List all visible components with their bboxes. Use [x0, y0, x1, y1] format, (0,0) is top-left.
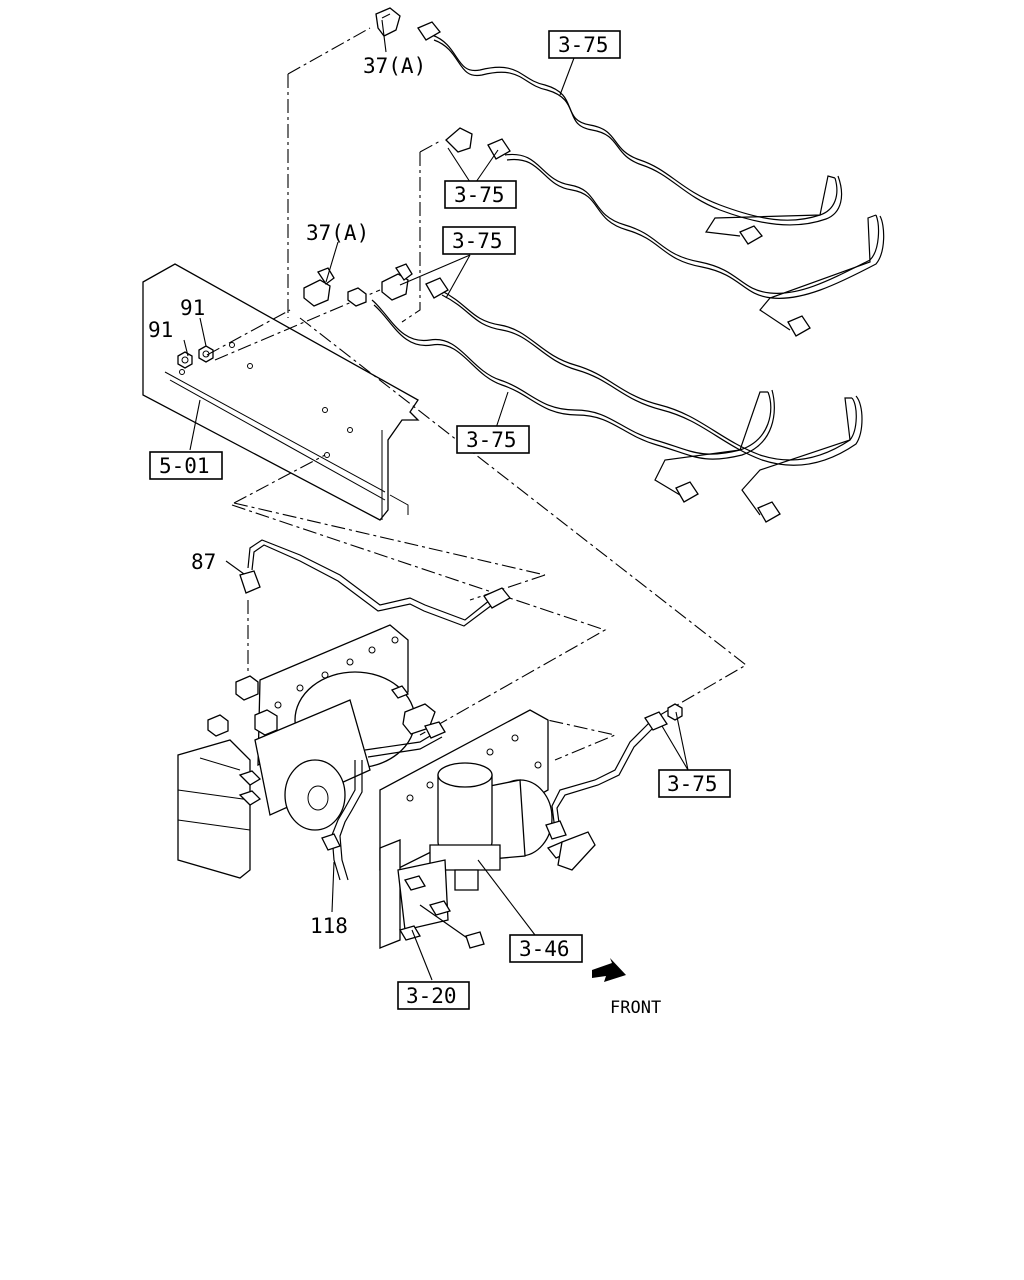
callout-37a-mid[interactable]: 37(A)	[306, 221, 369, 245]
callout-87[interactable]: 87	[191, 550, 216, 574]
svg-text:3-75: 3-75	[452, 229, 503, 253]
connector-mid[interactable]	[347, 287, 367, 307]
callout-5-01[interactable]: 5-01	[149, 451, 223, 480]
svg-text:3-75: 3-75	[667, 772, 718, 796]
svg-text:3-46: 3-46	[519, 937, 570, 961]
svg-text:FRONT: FRONT	[610, 998, 661, 1018]
svg-text:118: 118	[310, 914, 348, 938]
svg-text:87: 87	[191, 550, 216, 574]
callout-3-75-e[interactable]: 3-75	[658, 769, 731, 798]
brake-pipe-upper-1[interactable]	[417, 21, 843, 245]
brake-pipe-lower-2[interactable]	[425, 277, 863, 523]
nut-91-left[interactable]	[177, 351, 193, 369]
svg-text:3-75: 3-75	[454, 183, 505, 207]
callout-91-b[interactable]: 91	[180, 296, 205, 320]
elbow-fitting-mid-2[interactable]	[381, 263, 413, 301]
callout-3-75-c[interactable]: 3-75	[442, 226, 516, 255]
elbow-fitting-37a-top[interactable]	[375, 7, 401, 37]
callout-91-a[interactable]: 91	[148, 318, 173, 342]
air-dryer-assembly	[177, 624, 683, 949]
callout-118[interactable]: 118	[310, 914, 348, 938]
front-arrow-icon	[592, 958, 626, 982]
elbow-fitting-upper-2[interactable]	[445, 127, 473, 153]
assembly-centerlines	[206, 27, 747, 761]
svg-text:91: 91	[180, 296, 205, 320]
callout-3-20[interactable]: 3-20	[397, 981, 470, 1010]
pipe-87[interactable]	[239, 539, 511, 627]
svg-text:3-20: 3-20	[406, 984, 457, 1008]
callout-3-75-a[interactable]: 3-75	[548, 30, 621, 59]
svg-text:5-01: 5-01	[159, 454, 210, 478]
front-label: FRONT	[610, 998, 661, 1018]
svg-text:37(A): 37(A)	[363, 54, 426, 78]
svg-text:3-75: 3-75	[558, 33, 609, 57]
brake-pipe-lower-1[interactable]	[371, 299, 775, 503]
callout-3-75-d[interactable]: 3-75	[456, 425, 530, 454]
elbow-fitting-37a-mid[interactable]	[303, 267, 335, 307]
svg-text:91: 91	[148, 318, 173, 342]
nut-91-right[interactable]	[198, 345, 214, 363]
callout-3-75-b[interactable]: 3-75	[444, 180, 517, 209]
brake-pipe-upper-2[interactable]	[487, 138, 885, 337]
leader-lines	[183, 19, 689, 981]
callout-3-46[interactable]: 3-46	[509, 934, 583, 963]
svg-text:3-75: 3-75	[466, 428, 517, 452]
svg-text:37(A): 37(A)	[306, 221, 369, 245]
callout-37a-top[interactable]: 37(A)	[363, 54, 426, 78]
